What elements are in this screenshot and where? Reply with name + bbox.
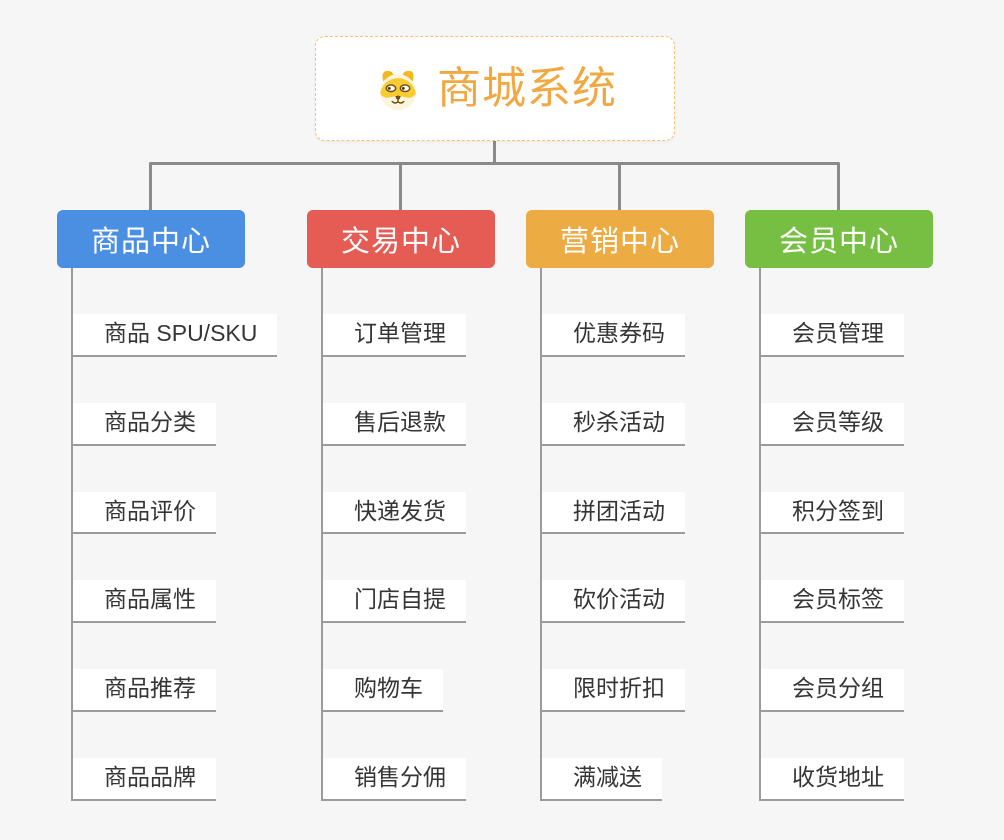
branch-header-marketing-center[interactable]: 营销中心 xyxy=(526,210,714,268)
branch-header-trade-center[interactable]: 交易中心 xyxy=(307,210,495,268)
root-node-mall-system[interactable]: 商城系统 xyxy=(315,36,675,141)
branch-item[interactable]: 积分签到 xyxy=(759,491,904,535)
branch-item[interactable]: 会员分组 xyxy=(759,669,904,712)
dog-face-icon xyxy=(373,64,423,114)
branch-item[interactable]: 订单管理 xyxy=(321,314,466,357)
branch-item[interactable]: 销售分佣 xyxy=(321,758,466,801)
branch-item[interactable]: 商品推荐 xyxy=(71,669,216,712)
branch-item[interactable]: 会员标签 xyxy=(759,580,904,624)
branch-item[interactable]: 拼团活动 xyxy=(540,491,685,535)
branch-item[interactable]: 门店自提 xyxy=(321,580,466,624)
branch-vertical-connector xyxy=(71,268,73,801)
branch-header-product-center[interactable]: 商品中心 xyxy=(57,210,245,268)
branch-vertical-connector xyxy=(321,268,323,801)
branch-marketing-center: 营销中心 优惠券码 秒杀活动 拼团活动 砍价活动 限时折扣 满减送 xyxy=(526,210,714,801)
root-node-label: 商城系统 xyxy=(437,63,617,113)
branch-product-center: 商品中心 商品 SPU/SKU 商品分类 商品评价 商品属性 商品推荐 商品品牌 xyxy=(57,210,278,801)
branch-item[interactable]: 满减送 xyxy=(540,758,662,801)
branch-item[interactable]: 优惠券码 xyxy=(540,314,685,357)
branch-item[interactable]: 快递发货 xyxy=(321,491,466,535)
branch-item[interactable]: 商品属性 xyxy=(71,580,216,624)
branch-item[interactable]: 砍价活动 xyxy=(540,580,685,624)
branch-item[interactable]: 限时折扣 xyxy=(540,669,685,712)
branch-vertical-connector xyxy=(540,268,542,801)
branch-trade-center: 交易中心 订单管理 售后退款 快递发货 门店自提 购物车 销售分佣 xyxy=(307,210,495,801)
branch-item[interactable]: 商品评价 xyxy=(71,491,216,535)
branch-item[interactable]: 购物车 xyxy=(321,669,443,712)
branch-item[interactable]: 商品品牌 xyxy=(71,758,216,801)
branch-item[interactable]: 会员等级 xyxy=(759,402,904,446)
branch-item[interactable]: 商品 SPU/SKU xyxy=(71,314,278,357)
branch-item[interactable]: 商品分类 xyxy=(71,402,216,446)
branch-item[interactable]: 会员管理 xyxy=(759,314,904,357)
branch-item[interactable]: 售后退款 xyxy=(321,402,466,446)
branch-item[interactable]: 秒杀活动 xyxy=(540,402,685,446)
branch-vertical-connector xyxy=(759,268,761,801)
branch-member-center: 会员中心 会员管理 会员等级 积分签到 会员标签 会员分组 收货地址 xyxy=(745,210,933,801)
branch-header-member-center[interactable]: 会员中心 xyxy=(745,210,933,268)
branch-item[interactable]: 收货地址 xyxy=(759,758,904,801)
